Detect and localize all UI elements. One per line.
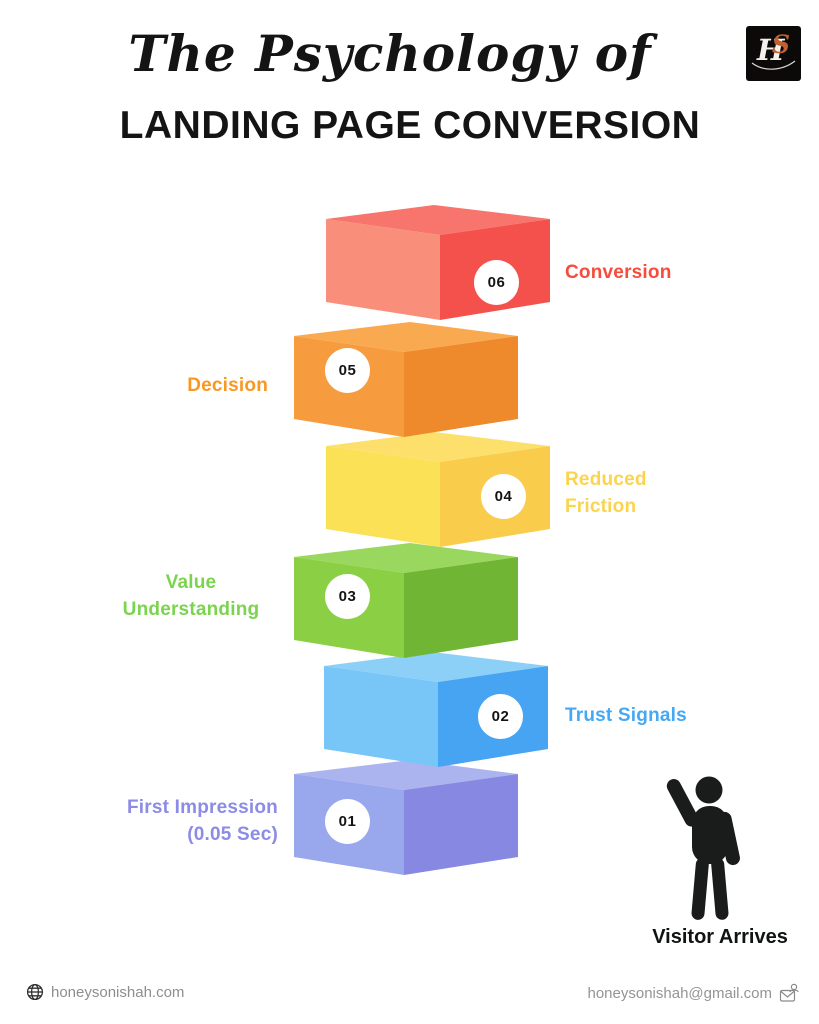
step-number-badge: 03 bbox=[325, 574, 370, 619]
step-number-badge: 05 bbox=[325, 348, 370, 393]
footer-email: honeysonishah@gmail.com bbox=[588, 983, 801, 1003]
step-label-first-impression: First Impression (0.05 Sec) bbox=[126, 797, 278, 845]
step-block-06: 06 bbox=[322, 205, 552, 330]
step-label-decision: Decision bbox=[187, 375, 268, 396]
step-label-trust-signals: Trust Signals bbox=[565, 705, 687, 726]
logo-letter-h: H bbox=[757, 33, 785, 67]
step-number-badge: 04 bbox=[481, 474, 526, 519]
envelope-person-icon bbox=[779, 983, 799, 1002]
step-block-03: 03 bbox=[292, 543, 522, 668]
brand-logo: H S bbox=[746, 26, 801, 81]
logo-letter-s: S bbox=[772, 30, 791, 59]
box-3d-red bbox=[326, 205, 550, 320]
step-label-reduced-friction: Reduced Friction bbox=[565, 469, 647, 517]
title-script: The Psychology of bbox=[128, 24, 652, 83]
step-number-badge: 02 bbox=[478, 694, 523, 739]
step-block-05: 05 bbox=[292, 322, 522, 447]
box-3d-orange bbox=[294, 322, 518, 437]
step-label-conversion: Conversion bbox=[565, 262, 672, 283]
step-label-value-understanding: Value Understanding bbox=[122, 572, 260, 620]
waving-person-icon bbox=[666, 776, 740, 920]
step-block-04: 04 bbox=[322, 432, 552, 557]
visitor-arrives-label: Visitor Arrives bbox=[652, 926, 788, 948]
step-block-01: 01 bbox=[292, 760, 522, 885]
step-number-badge: 06 bbox=[474, 260, 519, 305]
step-block-02: 02 bbox=[320, 652, 550, 777]
email-text: honeysonishah@gmail.com bbox=[587, 984, 773, 1002]
website-text: honeysonishah.com bbox=[51, 983, 185, 1001]
page-title: LANDING PAGE CONVERSION bbox=[119, 104, 701, 147]
logo-swoosh bbox=[751, 60, 796, 70]
globe-icon bbox=[26, 983, 44, 1001]
footer-website: honeysonishah.com bbox=[26, 983, 184, 1001]
step-number-badge: 01 bbox=[325, 799, 370, 844]
